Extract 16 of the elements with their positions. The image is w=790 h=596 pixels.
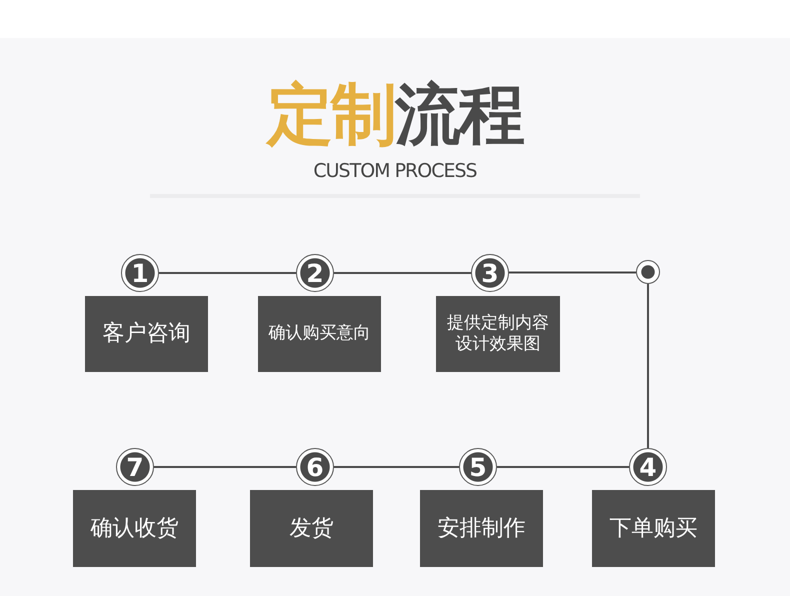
connector-line [509,272,636,274]
step-box: 客户咨询 [85,296,208,372]
connector-line [154,466,296,468]
connector-line [159,272,296,274]
step-box: 确认收货 [73,490,196,567]
step-box: 提供定制内容设计效果图 [436,296,560,372]
connector-line [334,466,459,468]
step-box: 安排制作 [420,490,543,567]
connector-line [647,284,649,448]
title: 定制流程 [264,82,524,148]
connector-line [497,466,629,468]
step-box: 下单购买 [592,490,715,567]
subtitle: CUSTOM PROCESS [312,160,478,182]
connector-line [334,272,471,274]
step-box: 发货 [250,490,373,567]
step-box: 确认购买意向 [258,296,381,372]
